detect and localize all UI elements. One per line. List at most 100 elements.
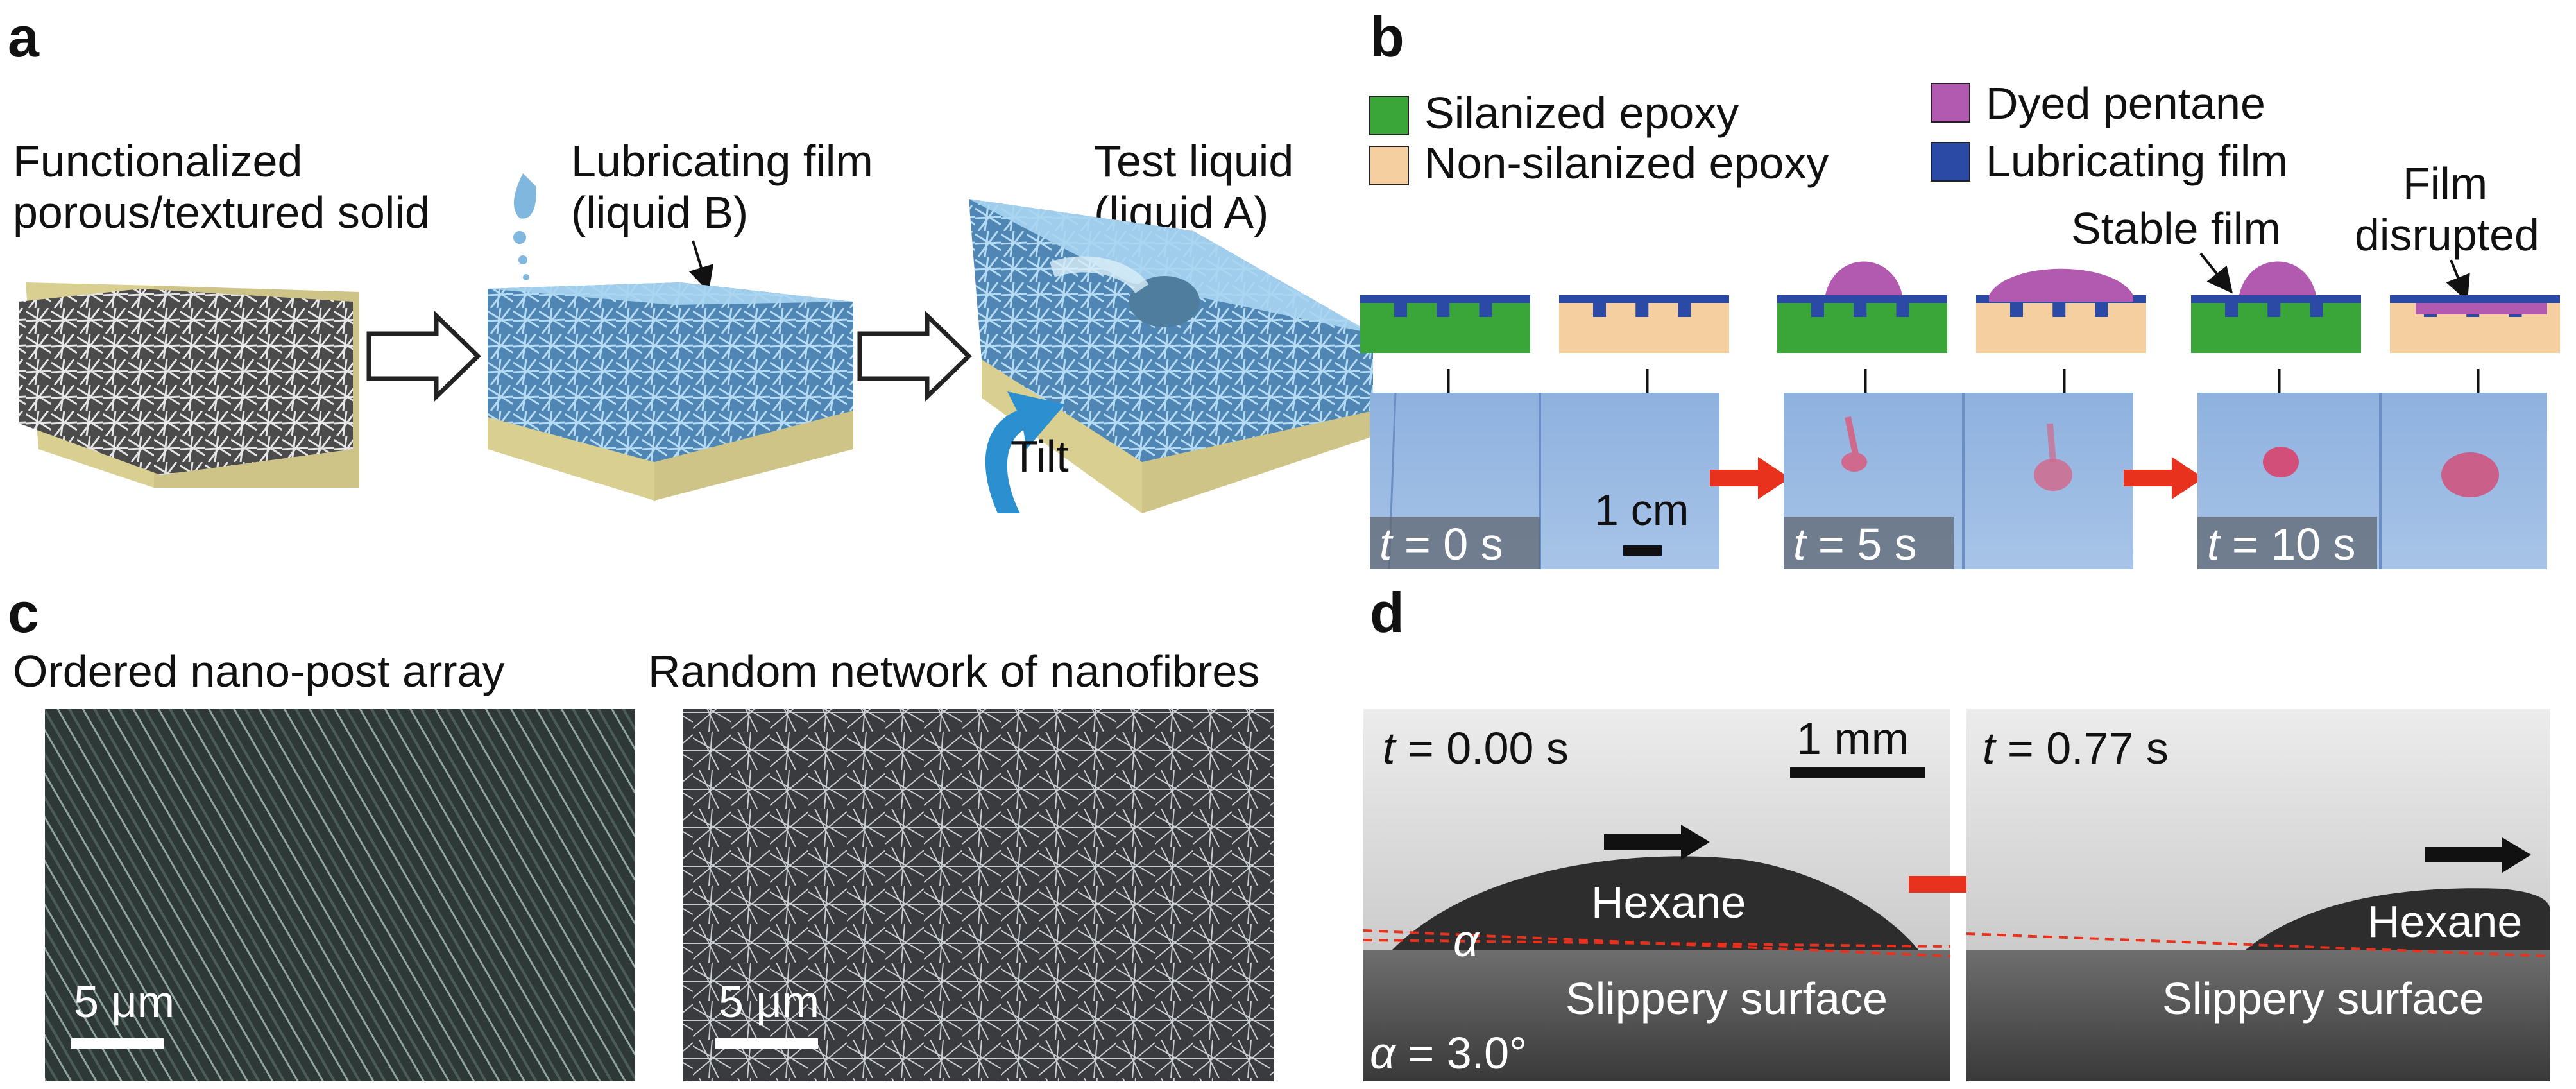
droplet-frame-left: t = 0.00 s 1 mm Hexane α α = 3.0° Slippe… (1363, 709, 1951, 1081)
test-droplet (1129, 276, 1200, 327)
scale-bar-label: 1 mm (1796, 714, 1909, 764)
post (2095, 303, 2108, 317)
legend-swatch (1931, 83, 1970, 123)
panel-a: a Functionalized porous/textured solid L… (8, 5, 1373, 513)
hexane-label: Hexane (2367, 896, 2522, 947)
time-label-0: = 0 s (1392, 519, 1503, 569)
time-label-1: = 5 s (1805, 519, 1916, 569)
legend-label: Lubricating film (1986, 136, 2288, 186)
post (2310, 303, 2323, 317)
film-disrupted-line2: disrupted (2355, 210, 2539, 260)
nanopost-micrograph: 5 μm (45, 709, 635, 1081)
post (1678, 303, 1691, 317)
film-pointer (688, 240, 714, 293)
film-layer (1559, 295, 1729, 303)
solid-label-line1: Functionalized (13, 136, 302, 186)
test-label-line1: Test liquid (1094, 136, 1293, 186)
substrate-schematics (1360, 261, 2560, 427)
post (1593, 303, 1606, 317)
panel-c-label: c (8, 581, 39, 644)
panel-a-label: a (8, 5, 40, 69)
scale-bar-label: 1 cm (1594, 486, 1689, 535)
film-label-line2: (liquid B) (571, 187, 748, 237)
motion-arrow-right (2425, 837, 2531, 873)
time-var: t (1383, 723, 1397, 773)
time-label-right: = 0.77 s (1995, 723, 2168, 773)
film-layer (2390, 295, 2560, 303)
scale-bar (1623, 545, 1662, 556)
svg-text:t = 0 s: t = 0 s (1379, 519, 1503, 569)
stable-film-pointer (2199, 252, 2233, 294)
nanofibre-title: Random network of nanofibres (648, 646, 1259, 696)
tilted-solid-illustration (969, 199, 1373, 513)
panel-c: c Ordered nano-post array Random network… (8, 581, 1274, 1081)
film-layer (2191, 295, 2361, 303)
svg-text:α = 3.0°: α = 3.0° (1370, 1028, 1527, 1078)
panel-d: d t = 0.00 s 1 mm Hexane α α = 3.0° Slip… (1363, 581, 2551, 1081)
tilt-arrow-icon (985, 391, 1065, 513)
post (2010, 303, 2023, 317)
scale-bar (1790, 767, 1925, 778)
film-disrupted-pointer (2446, 259, 2470, 302)
pentane-drop (1825, 261, 1902, 295)
pentane-drop (2239, 261, 2316, 295)
panel-b-label: b (1370, 5, 1404, 69)
process-arrow-1 (366, 310, 482, 402)
surface-label: Slippery surface (1565, 973, 1888, 1024)
droplet-frame-right: t = 0.77 s Hexane Slippery surface (1966, 709, 2551, 1081)
porous-solid-illustration (19, 282, 359, 488)
legend-swatch (1369, 96, 1409, 135)
hexane-label: Hexane (1591, 877, 1746, 927)
svg-text:t = 0.77 s: t = 0.77 s (1983, 723, 2169, 773)
panel-b: b Silanized epoxy Non-silanized epoxy Dy… (1360, 5, 2560, 570)
legend-swatch (1369, 146, 1409, 185)
time-arrow-2 (2124, 457, 2204, 499)
legend-label: Dyed pentane (1986, 78, 2265, 128)
legend-silanized-epoxy: Silanized epoxy (1369, 88, 1739, 138)
time-arrow-1 (1710, 457, 1790, 499)
surface-label: Slippery surface (2162, 973, 2484, 1024)
panel-d-label: d (1370, 581, 1404, 644)
tilt-label: Tilt (1011, 431, 1069, 481)
scale-bar-left (71, 1038, 164, 1049)
motion-arrow-left (1604, 825, 1710, 860)
lubricated-solid-illustration (488, 282, 853, 501)
droplet-icons (513, 173, 536, 280)
post (2267, 303, 2281, 317)
time-label-left: = 0.00 s (1395, 723, 1568, 773)
photo-t5: t = 5 s (1784, 393, 2133, 569)
svg-text:t = 0.00 s: t = 0.00 s (1383, 723, 1569, 773)
nanofibre-micrograph: 5 μm (683, 709, 1274, 1081)
legend-dyed-pentane: Dyed pentane (1931, 78, 2265, 128)
post (1854, 303, 1867, 317)
film-layer (1777, 295, 1947, 303)
legend-label: Non-silanized epoxy (1424, 138, 1829, 188)
post (1437, 303, 1450, 317)
time-label-2: = 10 s (2219, 519, 2355, 569)
legend-swatch (1931, 142, 1970, 182)
process-arrow-2 (857, 310, 973, 402)
time-var: t (2207, 519, 2221, 569)
pentane-drop (1989, 268, 2133, 302)
scale-bar-right (715, 1038, 818, 1049)
hexane-droplet (2246, 888, 2550, 950)
photo-t0: t = 0 s 1 cm (1370, 392, 1719, 570)
legend-non-silanized-epoxy: Non-silanized epoxy (1369, 138, 1829, 188)
time-var: t (1379, 519, 1394, 569)
post (1635, 303, 1649, 317)
solid-label-line2: porous/textured solid (13, 187, 430, 237)
photo-t10: t = 10 s (2197, 393, 2547, 569)
tilt-dashed (1363, 939, 1951, 948)
alpha-symbol: α (1453, 916, 1480, 966)
post (1811, 303, 1824, 317)
pentane-drop (2416, 303, 2547, 314)
svg-text:t = 10 s: t = 10 s (2207, 519, 2356, 569)
post (2225, 303, 2238, 317)
post (2052, 303, 2066, 317)
nanopost-title: Ordered nano-post array (13, 646, 505, 696)
hexane-droplet (1392, 856, 1918, 950)
baseline-dashed (1966, 932, 2551, 957)
post (1479, 303, 1492, 317)
scale-label-left: 5 μm (74, 977, 175, 1027)
